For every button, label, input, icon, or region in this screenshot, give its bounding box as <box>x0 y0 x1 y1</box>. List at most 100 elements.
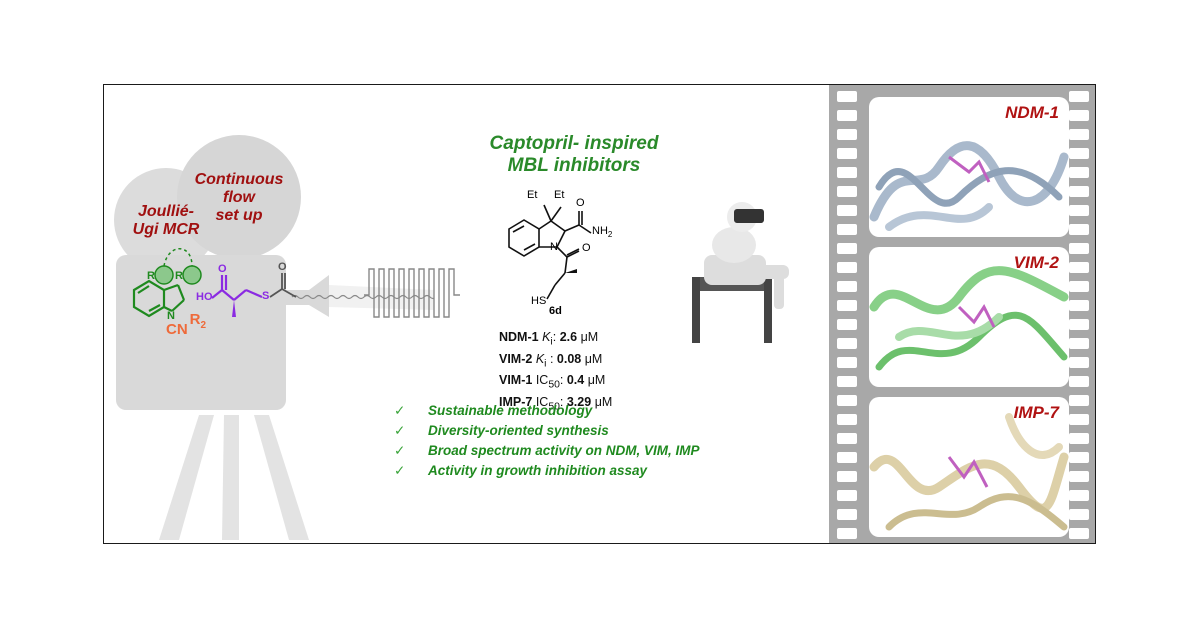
indole-n-label: N <box>167 310 175 322</box>
film-perforation <box>1069 186 1089 197</box>
protein-panel-vim2: VIM-2 <box>869 247 1069 387</box>
compound-6d-structure <box>508 204 592 300</box>
film-perforation <box>1069 433 1089 444</box>
film-perforation <box>1069 528 1089 539</box>
film-perforation <box>1069 338 1089 349</box>
camera-illustration <box>114 135 434 540</box>
r2-label: R <box>175 270 183 282</box>
film-perforation <box>837 300 857 311</box>
vim2-panel-title: VIM-2 <box>1013 253 1059 272</box>
film-perforation <box>837 91 857 102</box>
joullie-ugi-mcr-label: Joullié- Ugi MCR <box>132 203 200 238</box>
film-perforation <box>837 452 857 463</box>
activity-row-imp7: IMP-7 IC50: 3.29 μM <box>499 394 613 413</box>
film-perforation <box>837 205 857 216</box>
film-perforation <box>837 338 857 349</box>
film-perforation <box>1069 357 1089 368</box>
check-icon: ✓ <box>394 443 406 458</box>
indoline-scaffold <box>132 279 186 318</box>
film-perforation <box>837 395 857 406</box>
film-perforation <box>1069 91 1089 102</box>
film-perforation <box>837 110 857 121</box>
camera-body <box>116 255 286 410</box>
protein-panel-imp7: IMP-7 <box>869 397 1069 537</box>
imp7-structure-image <box>869 413 1069 531</box>
film-perforation <box>1069 452 1089 463</box>
projector-beam <box>329 285 434 310</box>
film-perforation <box>837 281 857 292</box>
indoline-n-label: N <box>550 241 558 253</box>
film-perforation <box>1069 262 1089 273</box>
r2-substituent-circle <box>182 265 202 285</box>
activity-table: NDM-1 Ki: 2.6 μM VIM-2 Ki : 0.08 μM VIM-… <box>499 329 612 415</box>
thiol-hs-label: HS <box>531 295 547 307</box>
continuous-flow-label: Continuous flow set up <box>194 171 284 224</box>
film-perforation <box>837 262 857 273</box>
film-perforation <box>1069 243 1089 254</box>
film-perforation <box>837 528 857 539</box>
film-perforation <box>837 357 857 368</box>
check-icon: ✓ <box>394 403 406 418</box>
film-perforation <box>1069 414 1089 425</box>
tripod-leg-left <box>159 415 214 540</box>
ethyl-label-1: Et <box>527 189 538 201</box>
film-perforation <box>837 319 857 330</box>
ndm1-structure-image <box>869 141 1069 231</box>
film-strip-perforations <box>837 91 1089 539</box>
key-findings-list: ✓Sustainable methodology ✓Diversity-orie… <box>394 401 700 481</box>
film-perforation <box>1069 129 1089 140</box>
film-perforation <box>837 433 857 444</box>
film-perforation <box>1069 205 1089 216</box>
r1-label: R <box>147 270 155 282</box>
activity-row-vim2: VIM-2 Ki : 0.08 μM <box>499 351 603 370</box>
sulfur-label: S <box>262 290 270 302</box>
list-item: ✓Broad spectrum activity on NDM, VIM, IM… <box>394 441 700 461</box>
r1-substituent-circle <box>154 265 174 285</box>
amide-o-label: O <box>576 197 585 209</box>
thioester-o-label: O <box>278 261 287 273</box>
film-perforation <box>837 186 857 197</box>
ethyl-label-2: Et <box>554 189 565 201</box>
film-perforation <box>837 414 857 425</box>
ndm1-panel-title: NDM-1 <box>1005 103 1059 122</box>
film-perforation <box>837 490 857 501</box>
thioester-fragment <box>269 273 297 298</box>
film-perforation <box>1069 148 1089 159</box>
acid-ho-label: HO <box>196 291 213 303</box>
isocyanide-label: CNR2 <box>166 311 207 338</box>
flow-tubing-line <box>291 294 434 300</box>
film-reel-right <box>177 135 301 259</box>
film-perforation <box>1069 281 1089 292</box>
list-item: ✓Diversity-oriented synthesis <box>394 421 700 441</box>
acid-o-label: O <box>218 263 227 275</box>
film-perforation <box>837 471 857 482</box>
carbonyl-o-label: O <box>582 242 591 254</box>
film-perforation <box>1069 376 1089 387</box>
film-perforation <box>1069 471 1089 482</box>
film-perforation <box>837 224 857 235</box>
film-perforation <box>837 376 857 387</box>
film-perforation <box>837 129 857 140</box>
tripod-leg-right <box>254 415 309 540</box>
ring-closure-arc <box>163 248 193 267</box>
compound-id-label: 6d <box>549 305 562 317</box>
film-perforation <box>1069 395 1089 406</box>
list-item: ✓Sustainable methodology <box>394 401 700 421</box>
film-perforation <box>1069 224 1089 235</box>
thioacid-fragment <box>211 275 263 301</box>
flow-reactor-coil <box>364 268 460 318</box>
film-perforation <box>837 509 857 520</box>
film-perforation <box>1069 509 1089 520</box>
film-perforation <box>837 243 857 254</box>
tripod-leg-center <box>222 415 239 540</box>
vim2-structure-image <box>869 266 1069 371</box>
film-perforation <box>837 167 857 178</box>
vr-viewer-figure <box>692 202 789 343</box>
film-perforation <box>1069 110 1089 121</box>
film-perforation <box>1069 490 1089 501</box>
film-perforation <box>1069 319 1089 330</box>
check-icon: ✓ <box>394 423 406 438</box>
film-perforation <box>1069 167 1089 178</box>
activity-row-ndm1: NDM-1 Ki: 2.6 μM <box>499 330 599 348</box>
list-item: ✓Activity in growth inhibition assay <box>394 461 700 481</box>
